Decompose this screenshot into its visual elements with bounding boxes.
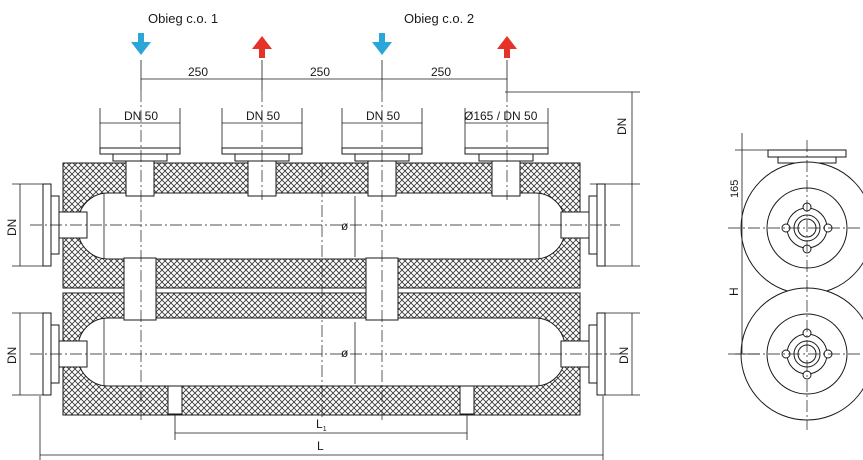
side-view (740, 149, 863, 421)
spacing-label-1: 250 (188, 65, 208, 79)
side-view-dimensions (735, 133, 770, 355)
centre-lines (30, 90, 620, 420)
right-dn-label-top: DN (615, 118, 629, 135)
left-dn-label-lower: DN (5, 347, 19, 364)
l1-label: L1 (316, 417, 327, 433)
return-arrow-2 (497, 36, 517, 58)
l1-label-sub: 1 (323, 426, 327, 433)
supply-arrow-1 (131, 33, 151, 55)
diameter-label-upper: ø (341, 219, 349, 233)
length-dimensions (39, 396, 604, 460)
length-label: L (317, 439, 324, 453)
side-height-label: H (727, 287, 741, 296)
flange-nozzle-label: Ø165 / DN 50 (464, 109, 538, 123)
spacing-dimension (140, 60, 508, 90)
left-side-flanges (42, 183, 88, 396)
circuit-1-label: Obieg c.o. 1 (148, 11, 218, 26)
nozzle-label-3: DN 50 (366, 109, 400, 123)
diameter-label-lower: ø (341, 346, 349, 360)
supply-arrow-2 (372, 33, 392, 55)
upper-vessel (77, 192, 566, 260)
spacing-label-3: 250 (431, 65, 451, 79)
l1-label-main: L (316, 417, 323, 431)
lower-vessel (77, 317, 566, 387)
side-height-165-label: 165 (729, 180, 741, 198)
nozzle-dimension-lines (99, 108, 549, 150)
left-dn-label-upper: DN (5, 219, 19, 236)
spacing-label-2: 250 (310, 65, 330, 79)
right-dn-label-lower: DN (617, 347, 631, 364)
drain-stubs (167, 385, 475, 415)
nozzle-label-2: DN 50 (246, 109, 280, 123)
return-arrow-1 (252, 36, 272, 58)
circuit-2-label: Obieg c.o. 2 (404, 11, 474, 26)
left-dn-dimensions (12, 183, 45, 396)
right-dn-dimensions (505, 91, 640, 396)
right-side-flanges (560, 183, 606, 396)
